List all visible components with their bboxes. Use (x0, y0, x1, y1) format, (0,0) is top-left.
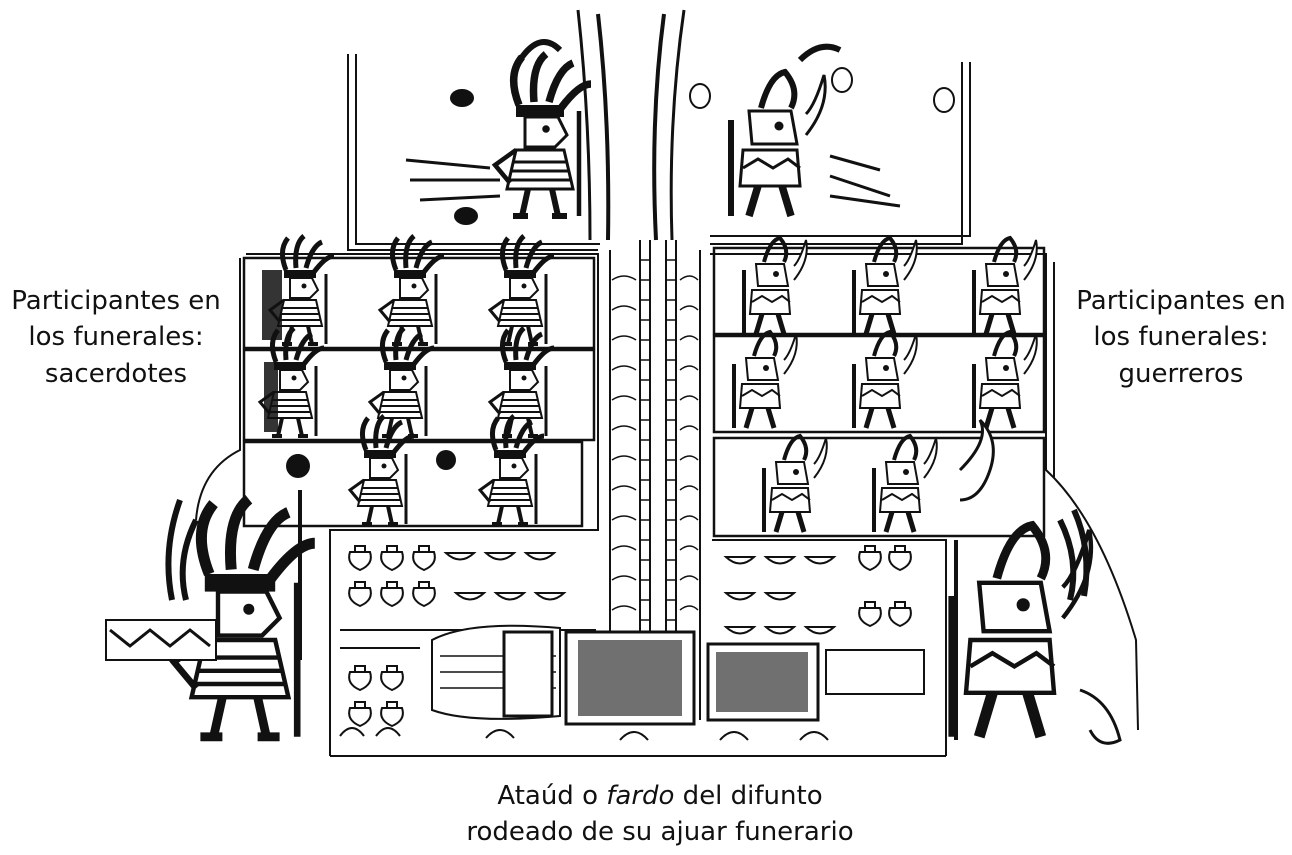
platform-outline (195, 54, 1139, 756)
caption-line1-end: del difunto (674, 781, 823, 811)
label-priests: Participantes en los funerales: sacerdot… (0, 283, 232, 392)
right-large-figure (953, 508, 1122, 745)
top-figures (405, 39, 955, 225)
caption-line1-start: Ataúd o (497, 781, 607, 811)
caption-line2: rodeado de su ajuar funerario (466, 817, 854, 848)
caption-line1: Ataúd o fardo del difunto (400, 778, 920, 814)
caption-coffin: Ataúd o fardo del difunto rodeado de su … (400, 778, 920, 851)
label-priests-line1: Participantes en (11, 286, 221, 316)
caption-line1-emphasis: fardo (606, 781, 675, 811)
central-ladder (576, 9, 701, 720)
warriors-register (712, 238, 1046, 538)
label-warriors-line3: guerreros (1118, 358, 1244, 389)
label-warriors-line1: Participantes en (1076, 286, 1286, 316)
left-large-figure (105, 454, 315, 737)
coffin-icon (431, 624, 820, 726)
label-warriors: Participantes en los funerales: guerrero… (1070, 283, 1292, 392)
warrior-figure-icon (744, 238, 807, 334)
label-priests-line3: sacerdotes (44, 358, 188, 389)
ground-line (330, 727, 946, 757)
vessel-icon (348, 545, 372, 571)
label-warriors-line2: los funerales: (1093, 322, 1269, 353)
serpent-icon (958, 418, 995, 502)
priests-register (242, 236, 596, 528)
label-priests-line2: los funerales: (28, 322, 204, 353)
